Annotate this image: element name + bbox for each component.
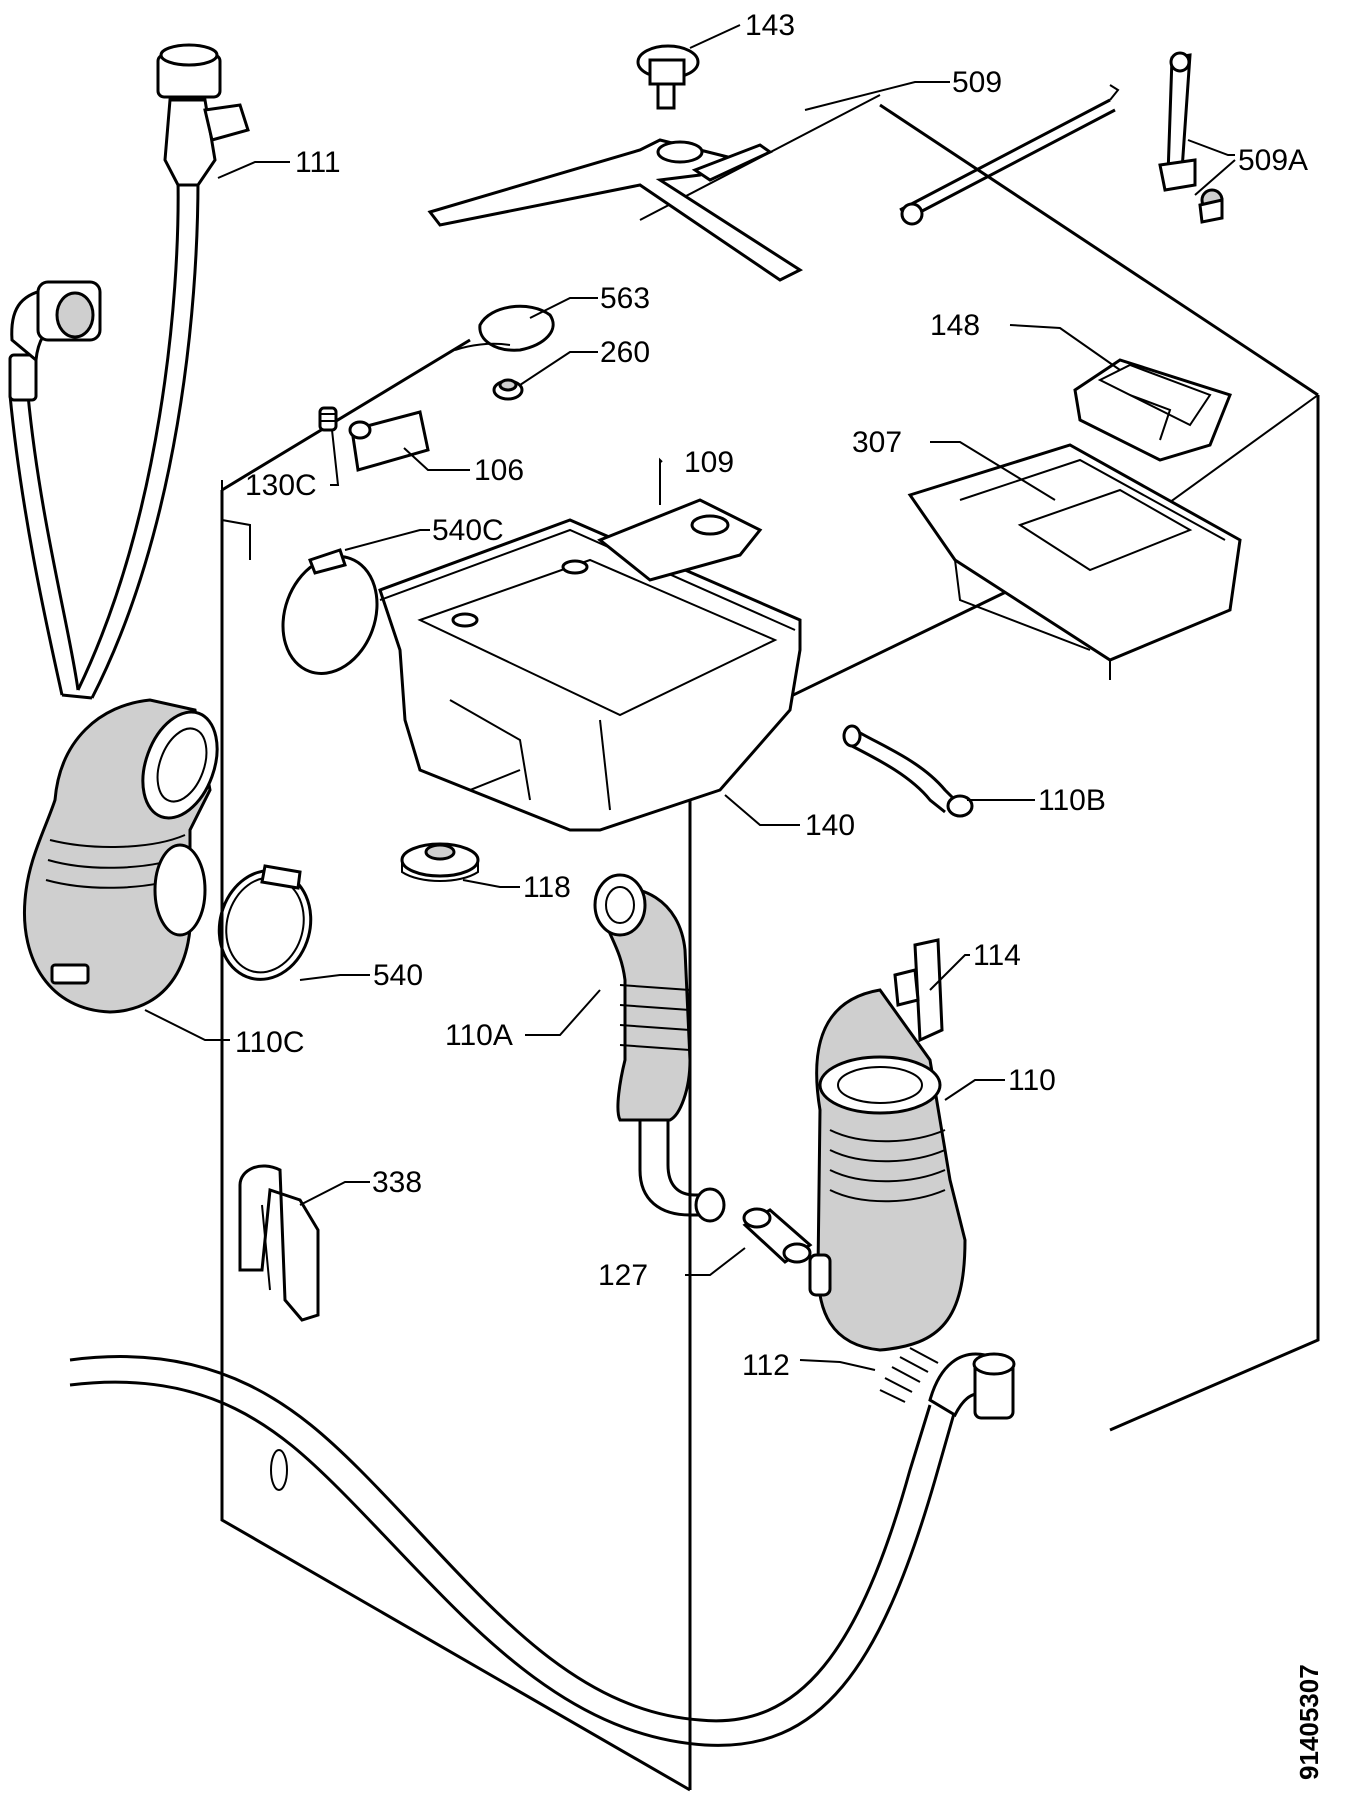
part-338: [238, 1164, 320, 1322]
part-127: [742, 1207, 813, 1264]
part-307-drawer-frame: [907, 443, 1242, 680]
drawing-number: 91405307: [1294, 1664, 1324, 1780]
part-148: [1073, 358, 1232, 462]
callout-509: 509: [952, 66, 1002, 99]
callout-109: 109: [684, 446, 734, 479]
drain-hose-112: [69, 1347, 1016, 1747]
callout-130C: 130C: [245, 469, 317, 502]
part-106: [348, 410, 430, 472]
leader-lines: [144, 24, 1236, 1371]
callout-143: 143: [745, 9, 795, 42]
hose-ribbing: [879, 1347, 939, 1403]
part-110A-hose: [593, 873, 726, 1223]
part-130C: [318, 406, 338, 432]
part-260: [492, 378, 524, 401]
callout-338: 338: [372, 1166, 422, 1199]
callout-118: 118: [523, 871, 571, 904]
part-110C-bellows: [22, 698, 219, 1014]
part-509A-lever: [1158, 51, 1224, 224]
callout-307: 307: [852, 426, 902, 459]
part-110B-hose: [842, 724, 974, 818]
part-114: [893, 938, 944, 1043]
callout-540C: 540C: [432, 514, 504, 547]
part-563: [454, 304, 555, 352]
callout-148: 148: [930, 309, 980, 342]
part-143: [636, 44, 700, 110]
part-118: [400, 842, 480, 882]
callout-260: 260: [600, 336, 650, 369]
part-540-ring: [217, 864, 313, 981]
part-540C-ring: [281, 548, 379, 675]
callout-111: 111: [295, 146, 341, 179]
callout-110A: 110A: [445, 1019, 513, 1052]
callout-563: 563: [600, 282, 650, 315]
callout-540: 540: [373, 959, 423, 992]
callout-127: 127: [598, 1259, 648, 1292]
inlet-hose-111: [8, 43, 250, 700]
callout-509A: 509A: [1238, 144, 1308, 177]
callout-140: 140: [805, 809, 855, 842]
callout-110: 110: [1008, 1064, 1056, 1097]
callout-labels: 111 143 509 509A 563 260 148 130C 106 30…: [235, 9, 1308, 1382]
callout-106: 106: [474, 454, 524, 487]
part-spider-bracket: [427, 138, 804, 282]
callout-112: 112: [742, 1349, 790, 1382]
part-110-bellows: [808, 988, 967, 1352]
part-140-dispenser-housing: [378, 498, 802, 832]
part-509-rod: [899, 84, 1120, 226]
callout-110B: 110B: [1038, 784, 1106, 817]
callout-114: 114: [973, 939, 1021, 972]
callout-110C: 110C: [235, 1026, 305, 1059]
